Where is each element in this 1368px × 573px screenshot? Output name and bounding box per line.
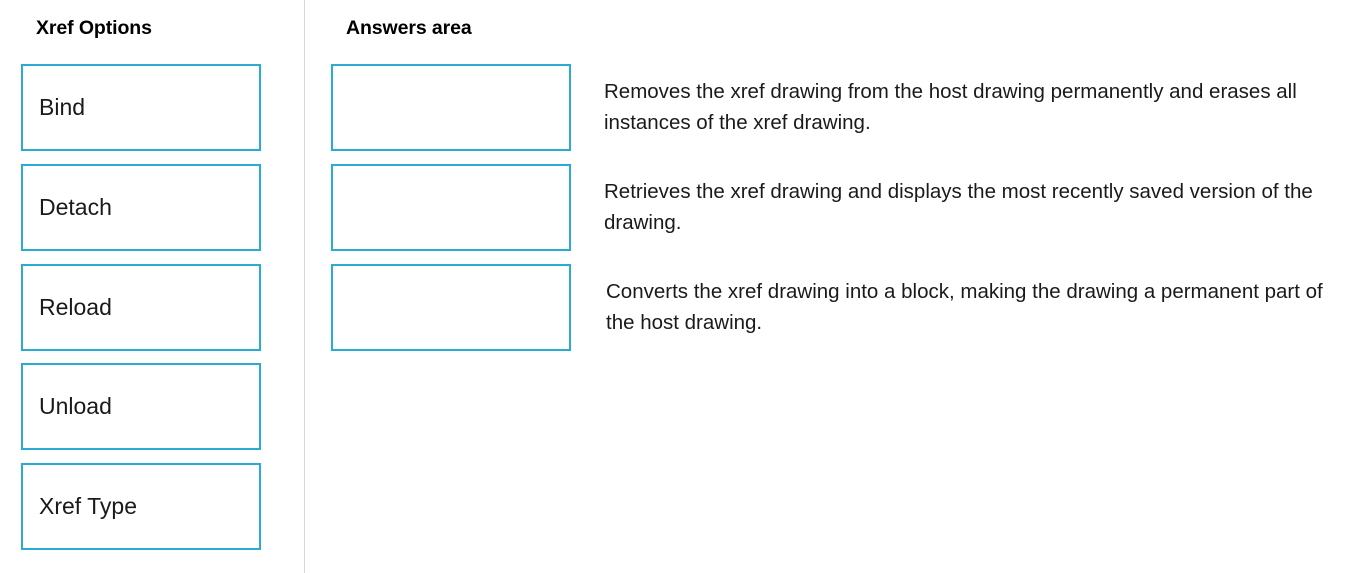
answer-drop-target-2[interactable] xyxy=(331,164,571,251)
xref-option-reload[interactable]: Reload xyxy=(21,264,261,351)
xref-option-label: Xref Type xyxy=(39,492,138,519)
xref-option-unload[interactable]: Unload xyxy=(21,363,261,450)
xref-options-header: Xref Options xyxy=(36,17,152,39)
xref-option-xref-type[interactable]: Xref Type xyxy=(21,463,261,550)
xref-option-detach[interactable]: Detach xyxy=(21,164,261,251)
xref-option-label: Bind xyxy=(39,93,86,120)
answer-description-1: Removes the xref drawing from the host d… xyxy=(604,80,1297,134)
xref-option-label: Detach xyxy=(39,193,112,220)
answer-description-3: Converts the xref drawing into a block, … xyxy=(606,280,1323,334)
column-divider xyxy=(304,0,305,573)
answer-drop-target-3[interactable] xyxy=(331,264,571,351)
xref-option-bind[interactable]: Bind xyxy=(21,64,261,151)
answer-description-2: Retrieves the xref drawing and displays … xyxy=(604,180,1313,234)
xref-option-label: Reload xyxy=(39,293,112,320)
answers-area-header: Answers area xyxy=(346,17,472,39)
answer-drop-target-1[interactable] xyxy=(331,64,571,151)
xref-option-label: Unload xyxy=(39,392,112,419)
